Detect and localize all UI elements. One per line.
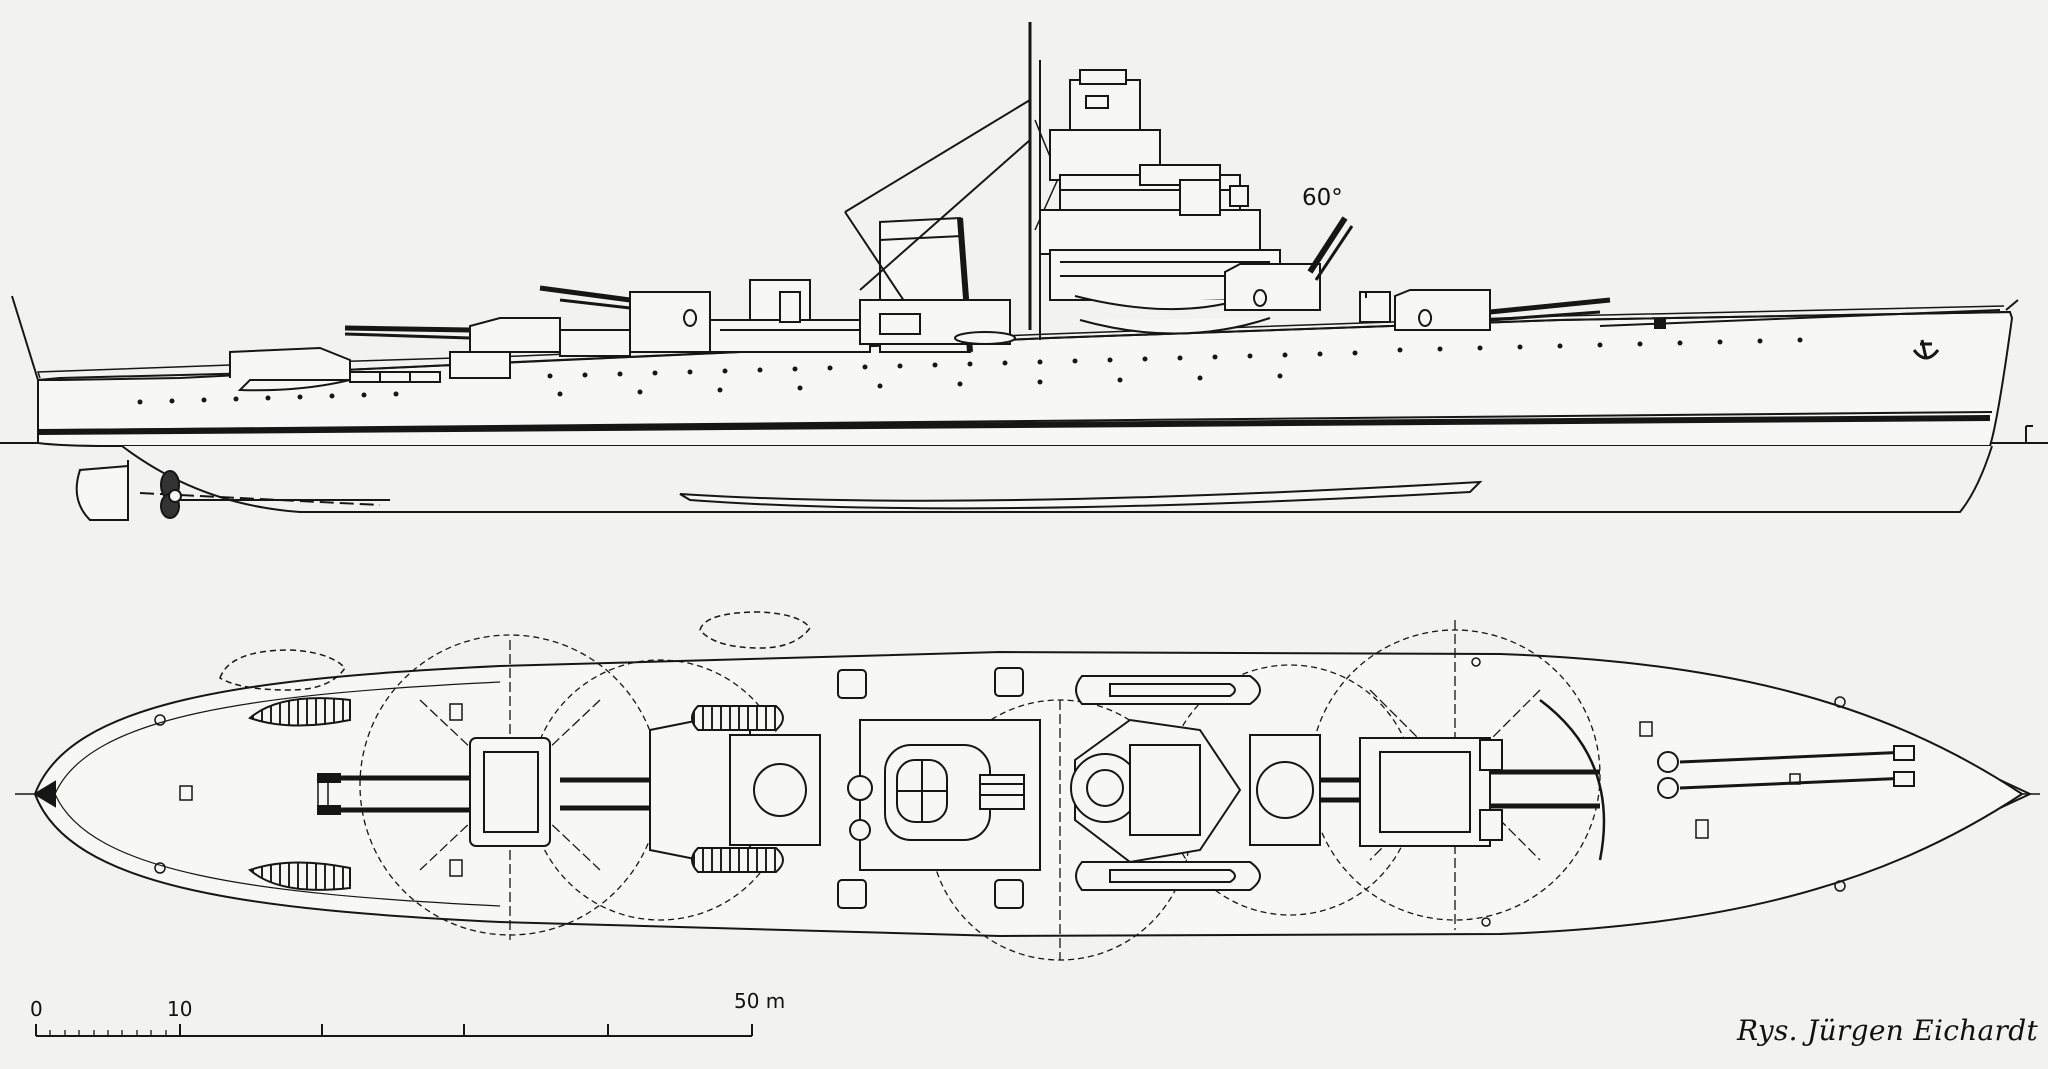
scale-bar xyxy=(35,1024,753,1037)
anchor-icon xyxy=(1912,339,1940,360)
scale-label-50: 50 m xyxy=(734,989,785,1013)
funnel-plan xyxy=(859,719,1041,871)
turret-y-plan xyxy=(317,737,551,847)
side-profile xyxy=(0,22,2048,521)
turret-x-plan xyxy=(560,716,821,864)
turret-b-side xyxy=(1224,216,1354,311)
turret-a-side xyxy=(1359,289,1611,331)
turret-a-plan xyxy=(1359,737,1600,847)
turret-x-side xyxy=(539,285,711,353)
anchor-chains xyxy=(1657,745,1915,799)
angle-label: 60° xyxy=(1302,185,1343,211)
deck-fittings xyxy=(154,657,1846,927)
bridge-plan xyxy=(1070,718,1242,864)
aa-guns xyxy=(837,667,1024,909)
plan-view xyxy=(15,611,2040,961)
portholes xyxy=(137,337,1803,405)
scale-label-0: 0 xyxy=(30,997,43,1021)
drawing-credit: Rys. Jürgen Eichardt xyxy=(1736,1014,2038,1047)
stern-boats xyxy=(248,697,351,891)
scale-label-10: 10 xyxy=(167,997,192,1021)
